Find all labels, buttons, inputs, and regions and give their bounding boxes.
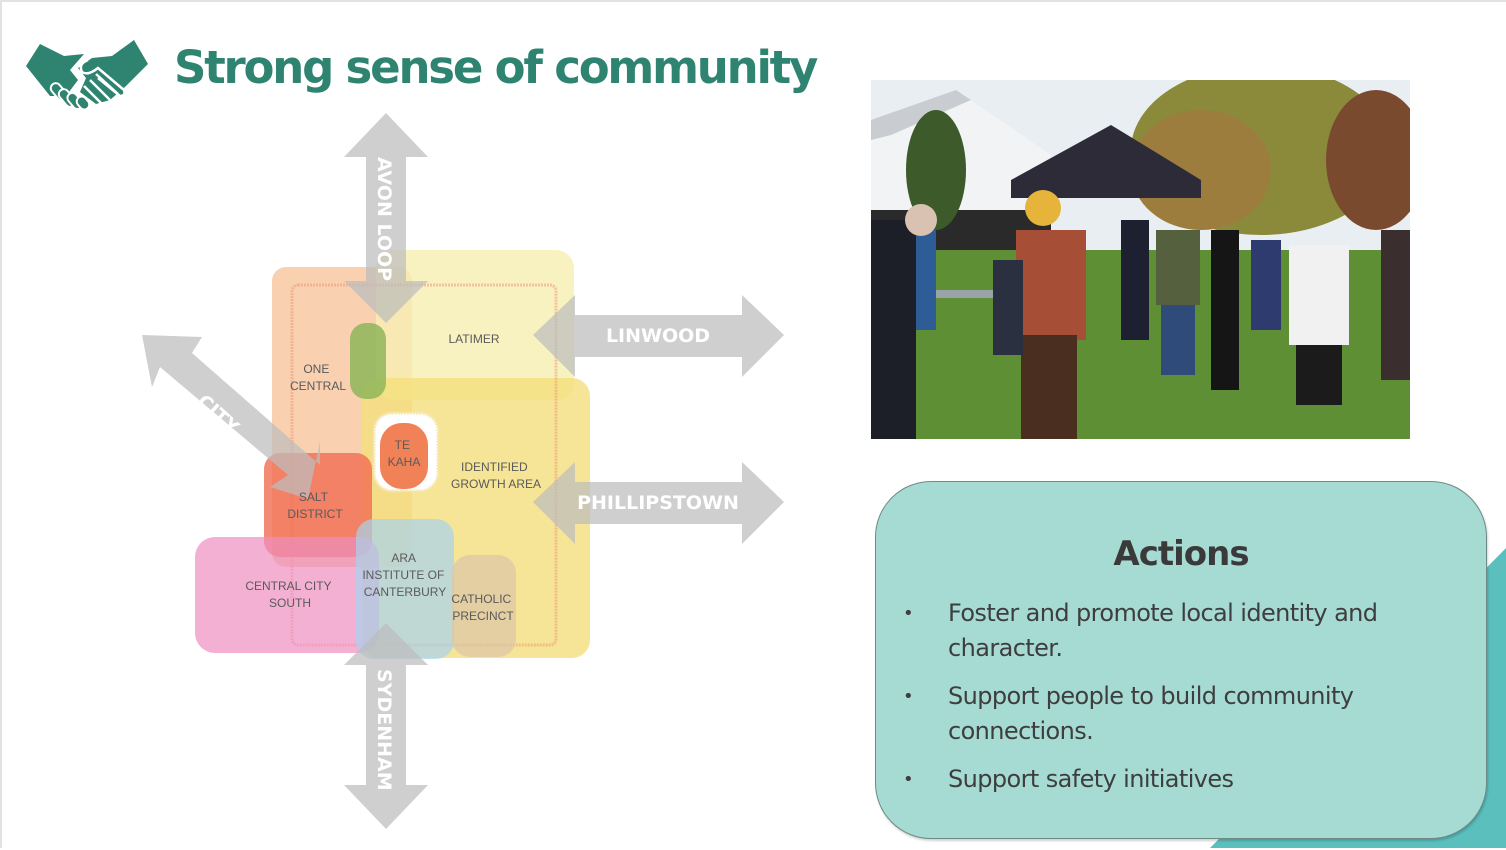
arrow-avon-loop [344,113,428,323]
actions-title: Actions [1113,534,1249,574]
zone-labels: ONE CENTRAL LATIMER TE KAHA IDENTIFIED G… [245,332,541,623]
handshake-icon [26,34,148,111]
actions-panel: Actions • Foster and promote local ident… [875,481,1487,839]
zone-label-central-city-south: CENTRAL CITY SOUTH [245,579,334,610]
action-item: • Foster and promote local identity and … [876,596,1428,666]
zone-ara [356,519,454,659]
zone-shapes [195,250,590,659]
actions-list: • Foster and promote local identity and … [876,596,1428,810]
arrow-label-phillipstown: PHILLIPSTOWN [577,492,739,514]
arrow-city [142,335,320,499]
zone-green-link [350,323,386,399]
arrow-label-avon-loop: AVON LOOP [373,157,395,281]
community-event-photo [871,80,1410,439]
zone-label-catholic-precinct: CATHOLIC PRECINCT [451,592,514,623]
arrow-label-linwood: LINWOOD [606,325,710,347]
zone-central-city-south [195,537,379,653]
action-item-text: Support people to build community connec… [948,682,1354,745]
bullet-icon: • [903,686,914,707]
direction-arrows [142,113,784,829]
action-item: • Support people to build community conn… [876,679,1428,749]
zone-label-one-central: ONE CENTRAL [290,362,346,393]
arrow-linwood [533,295,784,377]
zone-catholic-precinct [452,555,516,657]
action-item-text: Foster and promote local identity and ch… [948,599,1378,662]
arrow-phillipstown [533,462,784,544]
zone-te-kaha [380,423,428,489]
zone-label-latimer: LATIMER [448,332,499,346]
zone-label-te-kaha: TE KAHA [388,438,421,469]
action-item: • Support safety initiatives [876,762,1428,797]
bullet-icon: • [903,603,914,624]
zone-label-ara: ARA INSTITUTE OF CANTERBURY [362,551,447,599]
slide-title: Strong sense of community [174,41,818,94]
bullet-icon: • [903,769,914,790]
zone-label-salt-district: SALT DISTRICT [287,490,343,521]
zone-latimer [376,250,574,400]
arrow-sydenham [344,623,428,829]
zone-label-identified-growth-area: IDENTIFIED GROWTH AREA [451,460,541,491]
action-item-text: Support safety initiatives [948,765,1234,793]
neighbourhood-diagram: AVON LOOP LINWOOD CITY PHILLIPSTOWN SYDE… [130,105,810,845]
arrow-label-sydenham: SYDENHAM [373,669,395,791]
